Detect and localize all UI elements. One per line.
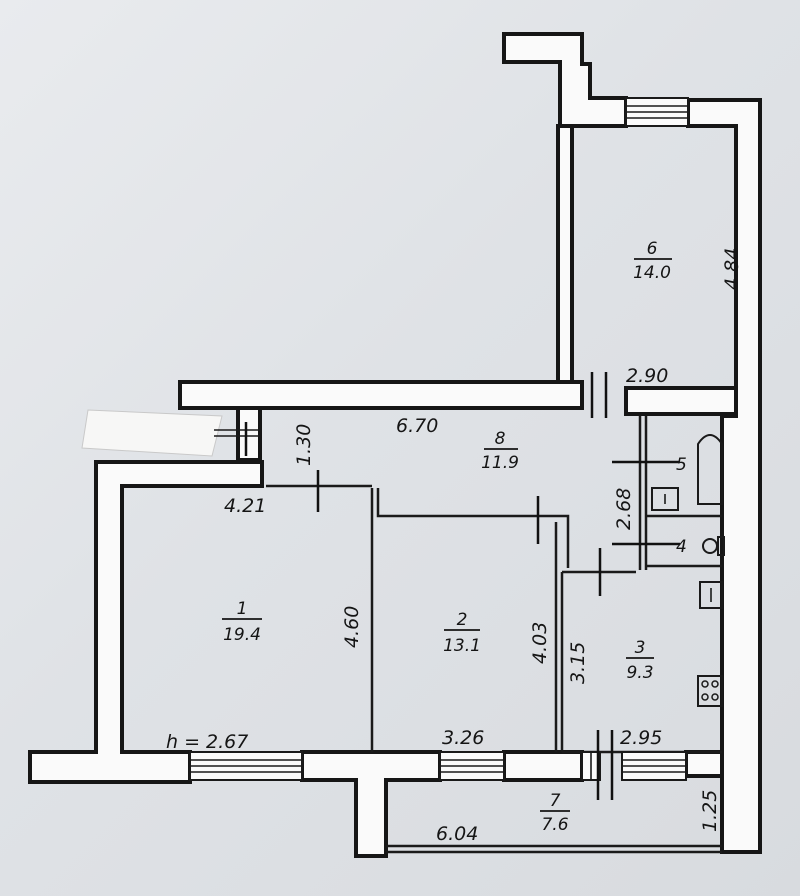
entrance-door xyxy=(214,429,260,437)
balcony-door xyxy=(581,751,601,781)
partition-corridor xyxy=(376,488,570,568)
stove-icon xyxy=(697,675,723,707)
room-2-number: 2 xyxy=(457,610,468,630)
wall-entrance-post xyxy=(236,406,262,462)
dim-2-90: 2.90 xyxy=(626,365,668,387)
room-label-7: 7 7.6 xyxy=(540,791,570,835)
wall-south-right xyxy=(684,750,724,778)
window-room2 xyxy=(439,751,505,781)
room-3-number: 3 xyxy=(635,638,646,658)
dim-2-68: 2.68 xyxy=(613,488,635,530)
kitchen-sink-icon xyxy=(699,581,723,609)
wall-room6-south xyxy=(624,386,738,416)
room-label-2: 2 13.1 xyxy=(443,610,481,656)
ceiling-height-label: h = 2.67 xyxy=(166,731,248,753)
room-label-3: 3 9.3 xyxy=(626,638,654,683)
room-1-area: 19.4 xyxy=(223,625,261,645)
dim-3-15: 3.15 xyxy=(567,642,589,684)
room-5-number: 5 xyxy=(676,455,687,475)
room-label-8: 8 11.9 xyxy=(481,429,519,473)
dim-4-21: 4.21 xyxy=(224,495,266,517)
wall-south-pier xyxy=(502,750,584,782)
room-4-number: 4 xyxy=(676,537,687,557)
window-room1 xyxy=(189,751,303,781)
sink-icon xyxy=(651,487,679,511)
dimension-ticks xyxy=(244,372,680,800)
dim-3-26: 3.26 xyxy=(442,727,484,749)
window-room6 xyxy=(625,97,689,127)
room-7-area: 7.6 xyxy=(541,815,568,835)
room-8-area: 11.9 xyxy=(481,453,519,473)
room-6-area: 14.0 xyxy=(633,263,671,283)
dim-6-70: 6.70 xyxy=(396,415,438,437)
dim-1-30: 1.30 xyxy=(293,424,315,466)
dim-2-95: 2.95 xyxy=(620,727,662,749)
paper-label-tab xyxy=(81,409,223,457)
bathtub-icon xyxy=(697,434,723,505)
dim-4-03: 4.03 xyxy=(529,622,551,664)
room-3-area: 9.3 xyxy=(626,663,653,683)
room-8-number: 8 xyxy=(495,429,506,449)
room-7-number: 7 xyxy=(550,791,561,811)
wall-central xyxy=(178,380,584,410)
toilet-icon xyxy=(702,536,725,556)
wall-room6-left xyxy=(502,32,628,128)
dim-6-04: 6.04 xyxy=(436,823,478,845)
dim-4-84: 4.84 xyxy=(721,248,743,290)
room-2-area: 13.1 xyxy=(443,636,481,656)
wall-south-left xyxy=(300,750,442,858)
room-6-number: 6 xyxy=(647,239,658,259)
dim-4-60: 4.60 xyxy=(341,606,363,648)
wall-room6-west xyxy=(556,124,574,390)
room-1-number: 1 xyxy=(237,599,248,619)
window-room3 xyxy=(621,751,687,781)
dim-1-25: 1.25 xyxy=(699,790,721,832)
room-label-1: 1 19.4 xyxy=(222,599,262,645)
room-label-6: 6 14.0 xyxy=(633,239,672,283)
